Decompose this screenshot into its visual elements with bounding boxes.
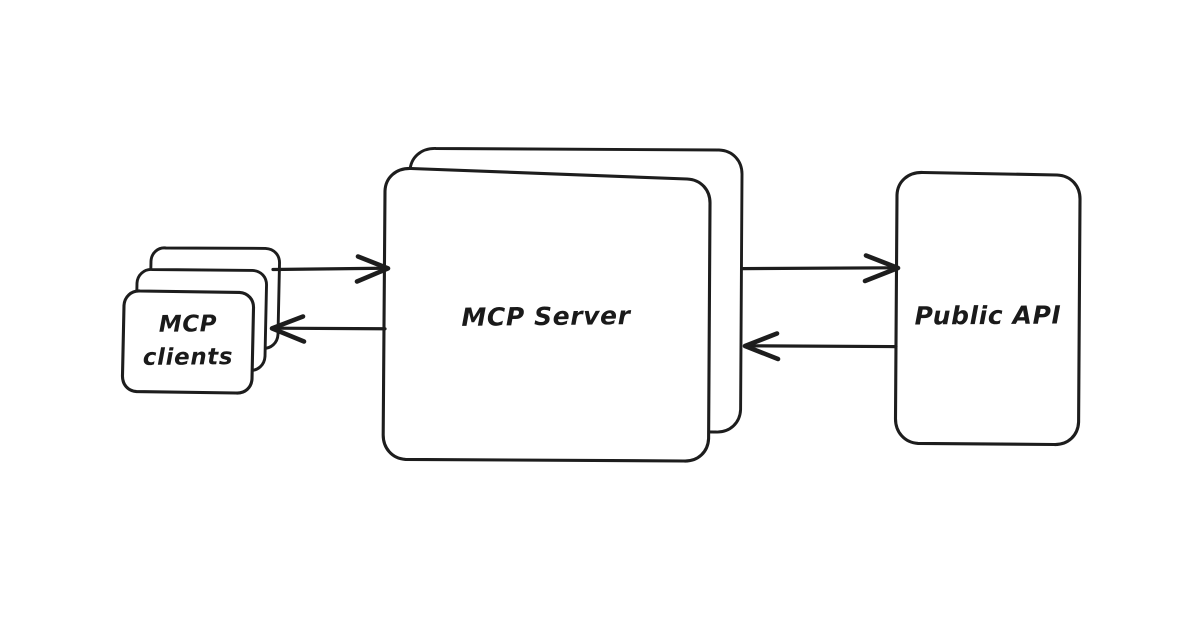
edge-server-to-clients-arrowhead (269, 314, 307, 344)
edge-clients-to-server-arrowhead (354, 254, 391, 284)
node-mcp-clients[interactable]: MCP clients (120, 246, 281, 395)
mcp-clients-label-line2: clients (143, 344, 233, 371)
edge-server-to-clients-line (273, 326, 387, 331)
mcp-server-card-front (381, 166, 712, 463)
edge-server-to-api-line (741, 266, 898, 271)
mcp-clients-card-front (120, 289, 256, 395)
mcp-clients-label-line1: MCP (159, 311, 218, 338)
edge-server-to-clients[interactable] (269, 314, 387, 344)
edge-server-to-api-arrowhead (862, 253, 901, 284)
public-api-card (893, 170, 1082, 447)
public-api-label: Public API (915, 300, 1062, 330)
node-public-api[interactable]: Public API (893, 170, 1082, 447)
node-mcp-server[interactable]: MCP Server (381, 147, 744, 463)
edge-api-to-server-line (746, 344, 898, 349)
edge-clients-to-server[interactable] (271, 254, 391, 284)
mcp-server-label: MCP Server (461, 301, 631, 332)
edge-clients-to-server-line (271, 266, 388, 272)
edge-api-to-server[interactable] (742, 331, 898, 362)
edge-server-to-api[interactable] (741, 253, 901, 284)
edge-api-to-server-arrowhead (742, 331, 781, 362)
